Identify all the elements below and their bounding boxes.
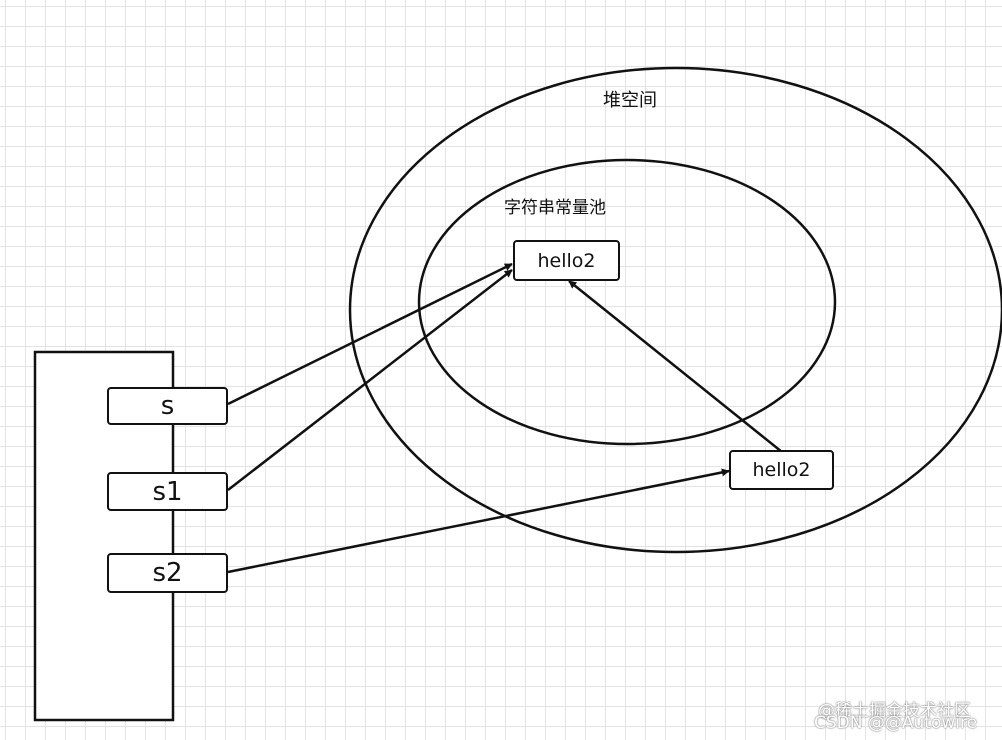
watermark-line-2: CSDN @@Autowire — [814, 713, 978, 733]
heap-string-node: hello2 — [729, 450, 834, 490]
variable-s1: s1 — [107, 472, 228, 511]
arrow-s2-to-heap-hello2 — [227, 468, 730, 574]
string-pool-label: 字符串常量池 — [504, 198, 606, 218]
heap-space-ellipse — [348, 66, 1002, 554]
arrow-s1-to-pool-hello2 — [227, 269, 513, 491]
watermark-line-1: @稀土掘金技术社区 — [818, 701, 971, 721]
arrow-s-to-pool-hello2 — [227, 262, 513, 406]
variable-s: s — [107, 387, 228, 425]
string-pool-ellipse — [417, 158, 837, 446]
arrow-heap-hello2-to-pool-hello2 — [568, 280, 783, 453]
heap-space-label: 堆空间 — [603, 90, 657, 111]
pool-string-node: hello2 — [513, 240, 620, 281]
variable-s2: s2 — [107, 553, 228, 593]
